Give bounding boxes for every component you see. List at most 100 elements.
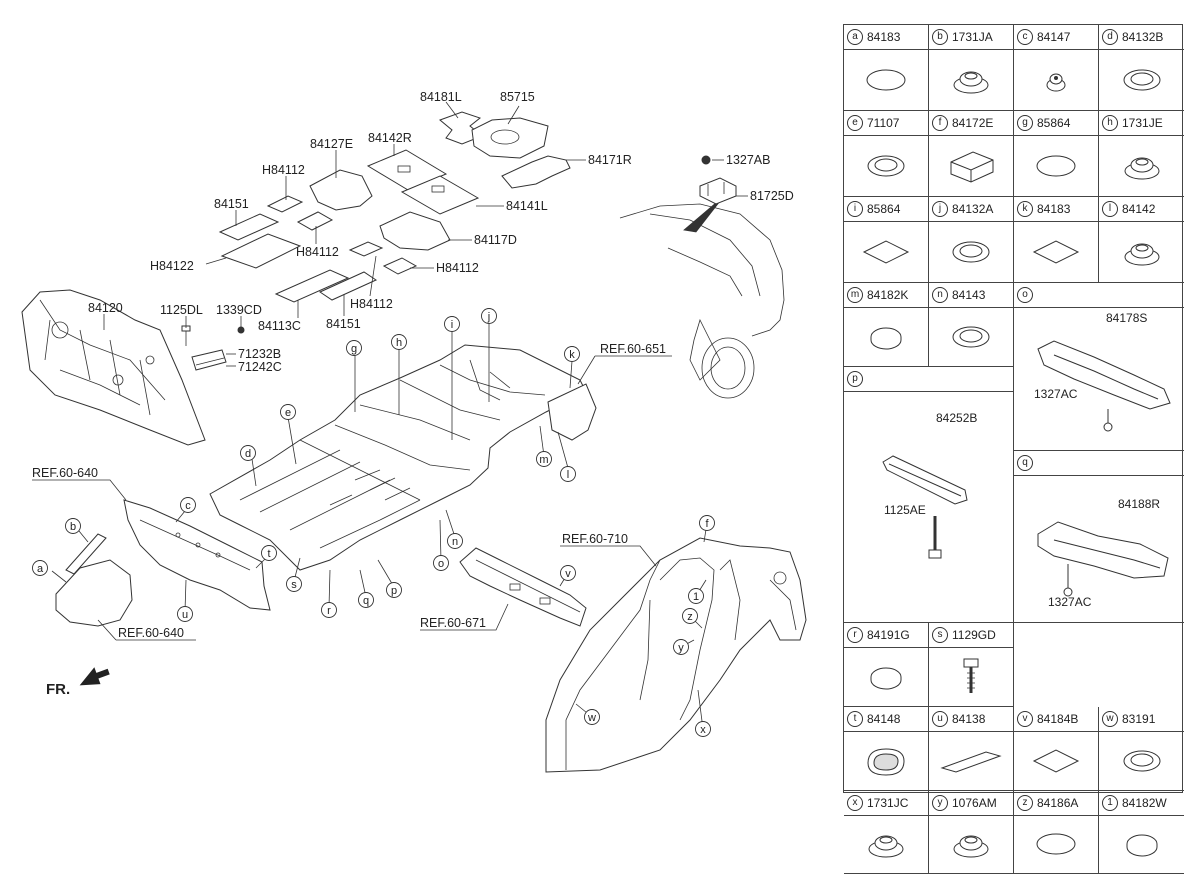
callout-d[interactable]: d bbox=[240, 445, 256, 461]
callout-m[interactable]: m bbox=[536, 451, 552, 467]
callout-f[interactable]: f bbox=[699, 515, 715, 531]
svg-text:k: k bbox=[569, 349, 575, 361]
callout-o[interactable]: o bbox=[433, 555, 449, 571]
clip-1339CD[interactable] bbox=[237, 326, 245, 334]
ref-60-640-top[interactable]: REF.60-640 bbox=[32, 466, 98, 480]
callout-v[interactable]: v bbox=[560, 565, 576, 581]
callout-y[interactable]: y bbox=[673, 639, 689, 655]
ref-60-640-bottom[interactable]: REF.60-640 bbox=[118, 626, 184, 640]
callout-q[interactable]: q bbox=[358, 592, 374, 608]
pad-H84112-d[interactable] bbox=[382, 257, 418, 275]
flat-oval-plug-icon bbox=[1014, 135, 1098, 196]
grommet-71232B[interactable] bbox=[191, 349, 227, 371]
pad-85715[interactable] bbox=[471, 117, 549, 159]
callout-e[interactable]: e bbox=[280, 404, 296, 420]
nut-1327AB[interactable] bbox=[701, 155, 711, 165]
flat-oval-plug-icon bbox=[1014, 815, 1098, 873]
callout-w[interactable]: w bbox=[584, 709, 600, 725]
pad-84171R[interactable] bbox=[501, 155, 571, 189]
pad-84151-b[interactable] bbox=[318, 271, 378, 301]
callout-u[interactable]: u bbox=[177, 606, 193, 622]
pad-84113C[interactable] bbox=[274, 269, 350, 303]
callout-p[interactable]: p bbox=[386, 582, 402, 598]
callout-i[interactable]: i bbox=[444, 316, 460, 332]
label-84181L: 84181L bbox=[420, 90, 462, 104]
callout-c[interactable]: c bbox=[180, 497, 196, 513]
pad-H84122[interactable] bbox=[220, 233, 302, 269]
pad-84151-a[interactable] bbox=[218, 213, 280, 241]
callout-h[interactable]: h bbox=[391, 334, 407, 350]
legend-letter: g bbox=[1017, 115, 1033, 131]
callout-z[interactable]: z bbox=[682, 608, 698, 624]
pad-H84112-a[interactable] bbox=[266, 195, 304, 213]
pad-84141L[interactable] bbox=[400, 175, 480, 215]
callout-l[interactable]: l bbox=[560, 466, 576, 482]
ref-60-671[interactable]: REF.60-671 bbox=[420, 616, 486, 630]
dash-panel-part[interactable] bbox=[21, 289, 206, 446]
ref-60-651[interactable]: REF.60-651 bbox=[600, 342, 666, 356]
callout-x[interactable]: x bbox=[695, 721, 711, 737]
rear-pad-k[interactable] bbox=[547, 383, 597, 441]
cross-member-v[interactable] bbox=[459, 547, 587, 627]
foam-block-icon bbox=[929, 135, 1013, 196]
pad-H84112-b[interactable] bbox=[296, 211, 334, 231]
ref-60-710[interactable]: REF.60-710 bbox=[562, 532, 628, 546]
callout-k[interactable]: k bbox=[564, 346, 580, 362]
bracket-81725D[interactable] bbox=[699, 177, 737, 205]
pad-b[interactable] bbox=[65, 533, 107, 575]
callout-a[interactable]: a bbox=[32, 560, 48, 576]
legend-part-number: 85864 bbox=[867, 202, 901, 216]
cap-plug-icon bbox=[844, 647, 928, 706]
callout-n[interactable]: n bbox=[447, 533, 463, 549]
callout-g[interactable]: g bbox=[346, 340, 362, 356]
flat-oval-plug-icon bbox=[844, 49, 928, 110]
side-cover-c[interactable] bbox=[123, 499, 271, 611]
bolt-1125DL[interactable] bbox=[181, 325, 191, 346]
insulator-a[interactable] bbox=[55, 559, 133, 627]
callout-r[interactable]: r bbox=[321, 602, 337, 618]
pad-84127E[interactable] bbox=[309, 169, 373, 211]
label-84142R: 84142R bbox=[368, 131, 412, 145]
pad-H84112-c[interactable] bbox=[348, 241, 384, 257]
callout-t[interactable]: t bbox=[261, 545, 277, 561]
legend-sub-part-number: 1125AE bbox=[884, 503, 926, 517]
callout-s[interactable]: s bbox=[286, 576, 302, 592]
callout-b[interactable]: b bbox=[65, 518, 81, 534]
pad-84142R[interactable] bbox=[366, 149, 448, 191]
front-direction-arrow bbox=[79, 667, 110, 686]
callout-j[interactable]: j bbox=[481, 308, 497, 324]
pad-84117D[interactable] bbox=[379, 211, 451, 251]
callout-1[interactable]: 1 bbox=[688, 588, 704, 604]
